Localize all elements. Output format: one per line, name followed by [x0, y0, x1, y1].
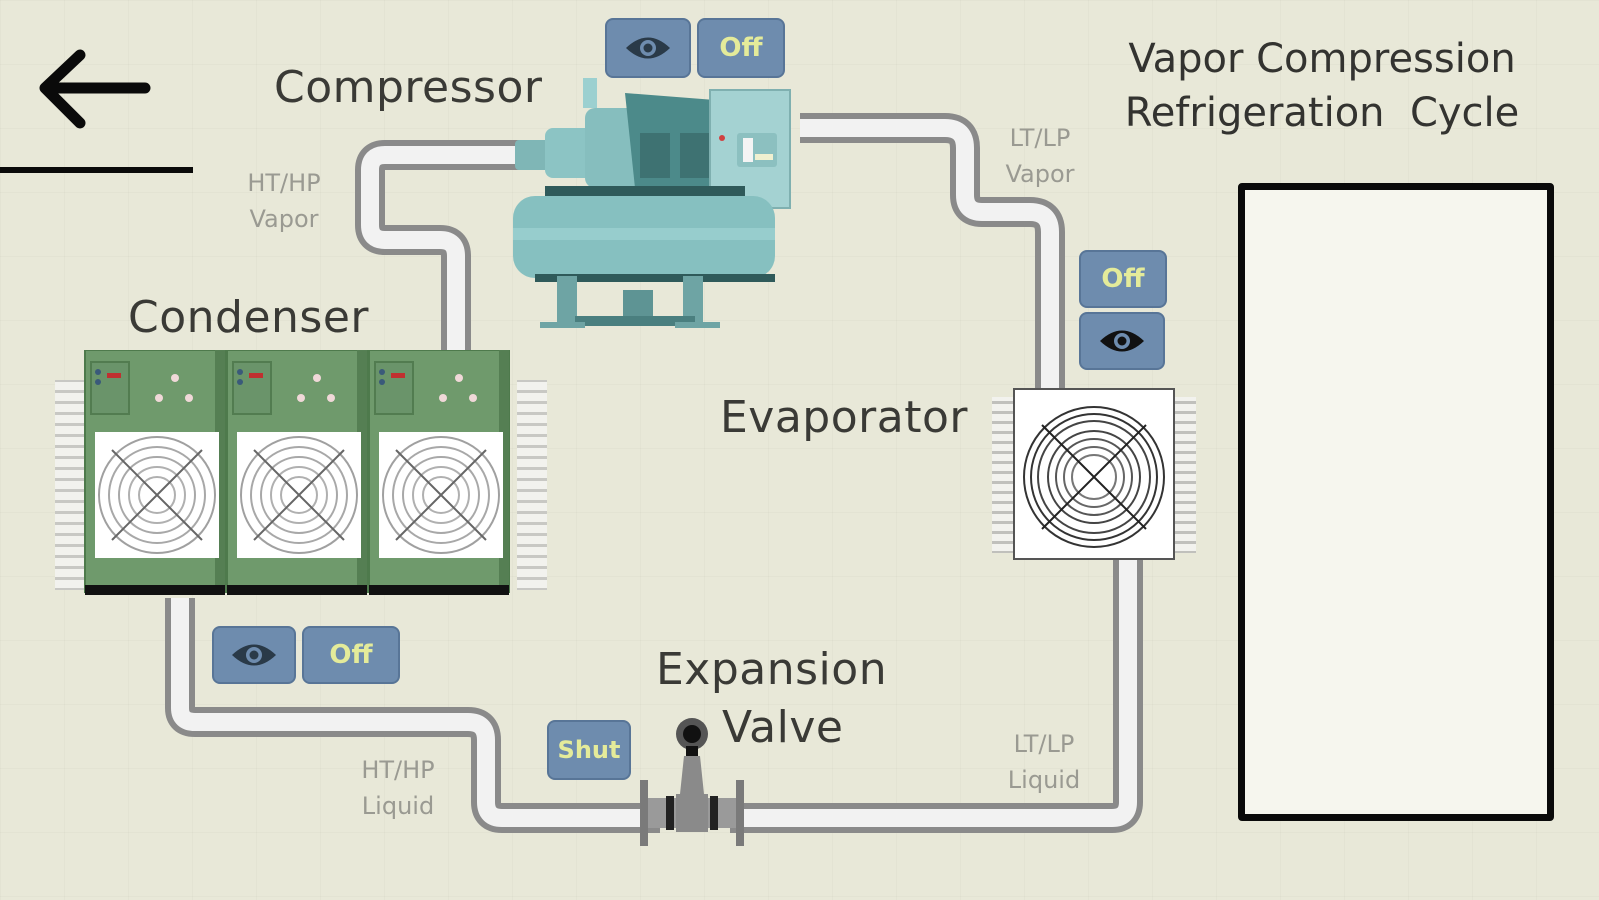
- pipe-label-line: LT/LP: [1009, 124, 1071, 152]
- readout-panel: [1238, 183, 1554, 821]
- page-title: Vapor Compression Refrigeration Cycle: [1092, 32, 1552, 140]
- expansion-valve-label-line1: Expansion: [656, 644, 888, 695]
- pipe-label-line: HT/HP: [361, 756, 435, 784]
- eye-icon: [1100, 330, 1144, 352]
- compressor-label: Compressor: [274, 62, 543, 113]
- compressor-power-button[interactable]: Off: [697, 18, 785, 78]
- evaporator-unit[interactable]: [992, 385, 1196, 563]
- condenser-unit[interactable]: [55, 350, 547, 600]
- pipe-label-ht-hp-liquid: HT/HP Liquid: [344, 752, 452, 824]
- divider-line: [0, 167, 193, 173]
- arrow-left-icon: [39, 49, 151, 129]
- pipe-label-line: HT/HP: [247, 169, 321, 197]
- compressor-unit[interactable]: [505, 78, 805, 330]
- evaporator-power-button[interactable]: Off: [1079, 250, 1167, 308]
- evaporator-view-button[interactable]: [1079, 312, 1165, 370]
- condenser-label: Condenser: [128, 292, 369, 343]
- pipe-label-lt-lp-vapor: LT/LP Vapor: [988, 120, 1092, 192]
- pipe-label-line: Liquid: [361, 792, 435, 820]
- pipe-label-ht-hp-vapor: HT/HP Vapor: [232, 165, 336, 237]
- pipe-label-line: LT/LP: [1013, 730, 1075, 758]
- page-title-line2: Refrigeration Cycle: [1124, 90, 1520, 136]
- eye-icon: [232, 644, 276, 666]
- pipe-label-line: Liquid: [1007, 766, 1081, 794]
- page-title-line1: Vapor Compression: [1128, 36, 1516, 82]
- expansion-valve[interactable]: [636, 712, 748, 848]
- expansion-valve-graphic: [640, 718, 744, 846]
- condenser-view-button[interactable]: [212, 626, 296, 684]
- condenser-graphic: [55, 350, 547, 600]
- eye-icon: [626, 37, 670, 59]
- back-button[interactable]: [30, 45, 160, 135]
- condenser-power-button[interactable]: Off: [302, 626, 400, 684]
- evaporator-label: Evaporator: [720, 392, 968, 443]
- compressor-view-button[interactable]: [605, 18, 691, 78]
- expansion-valve-state-button[interactable]: Shut: [547, 720, 631, 780]
- evaporator-graphic: [992, 388, 1196, 560]
- pipe-label-line: Vapor: [249, 205, 319, 233]
- expansion-valve-label-line2: Valve: [722, 702, 844, 753]
- pipe-label-lt-lp-liquid: LT/LP Liquid: [990, 726, 1098, 798]
- pipe-label-line: Vapor: [1005, 160, 1075, 188]
